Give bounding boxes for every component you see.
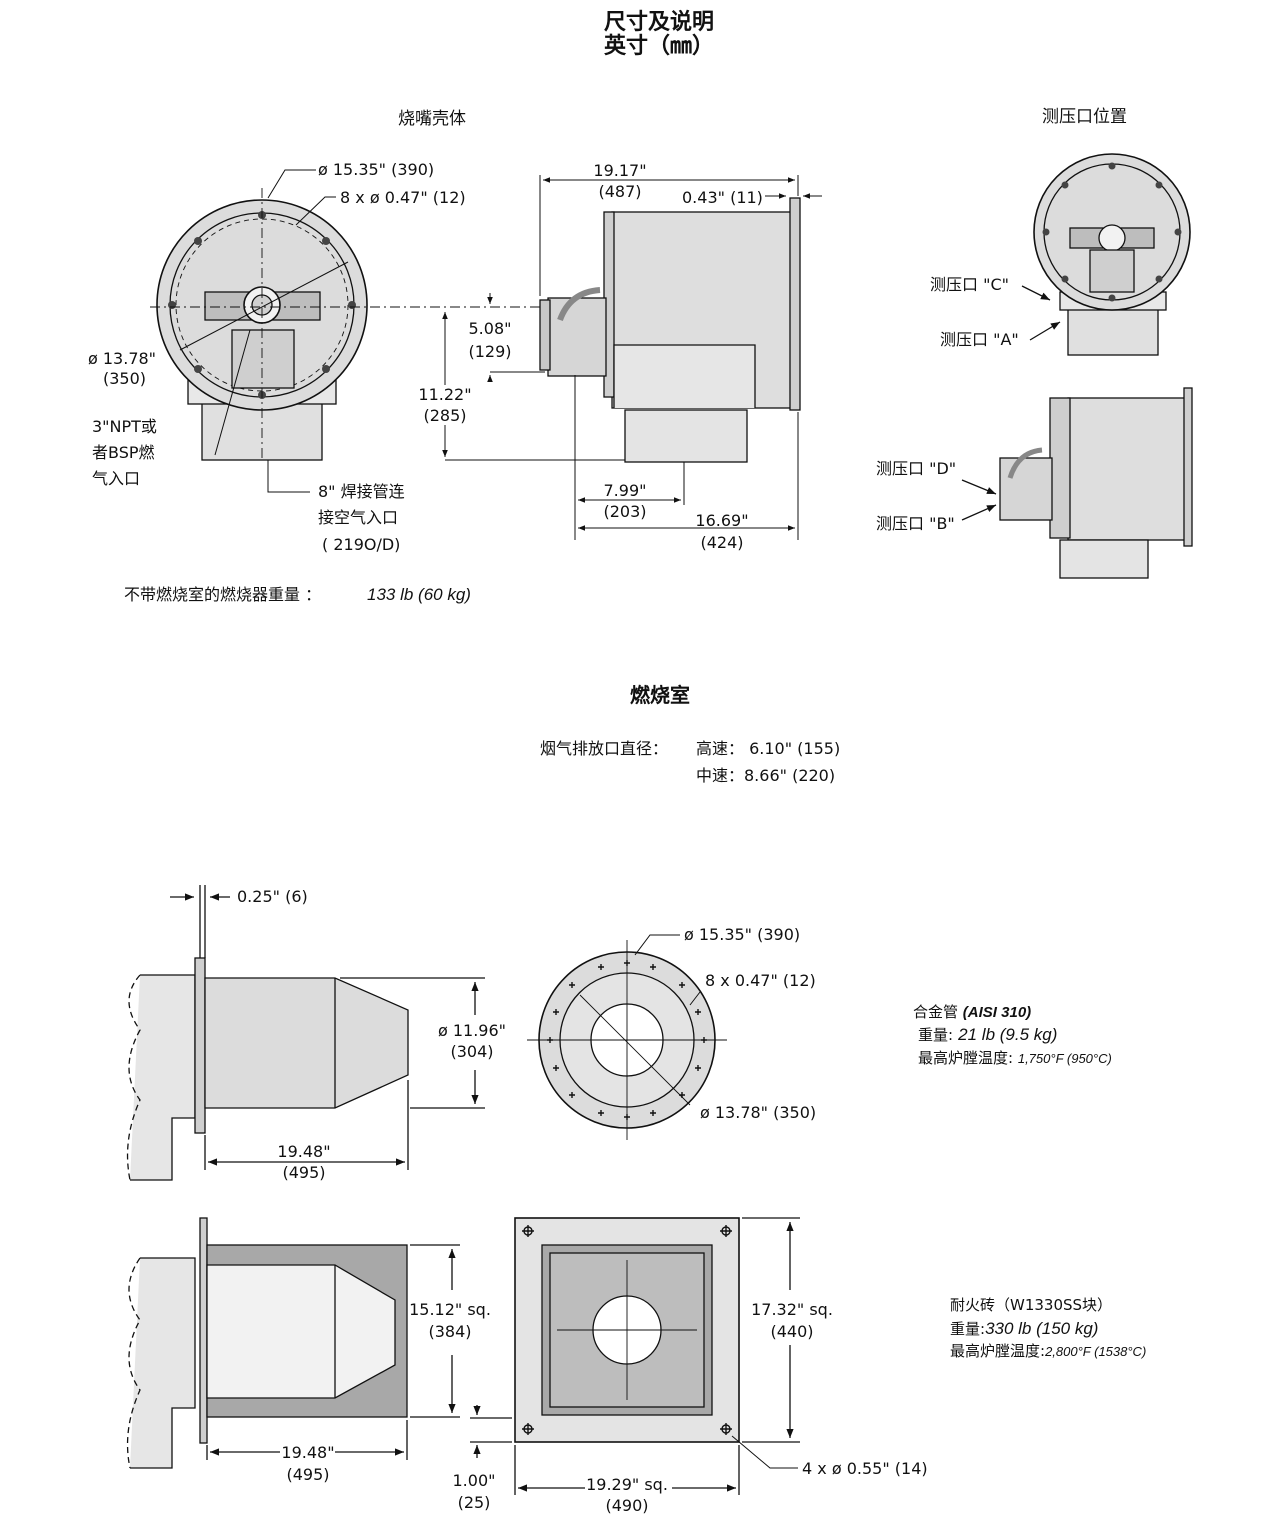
dim-alloy-tube-diameter: ø 11.96" xyxy=(437,1021,507,1040)
dim-refractory-inner-square-mm: (384) xyxy=(428,1322,472,1341)
gas-inlet-label-line1: 3"NPT或 xyxy=(92,417,157,436)
alloy-weight-label: 重量: xyxy=(918,1026,954,1044)
dim-refractory-length: 19.48" xyxy=(281,1443,335,1462)
tap-d-label: 测压口 "D" xyxy=(876,459,957,478)
alloy-weight: 重量: 21 lb (9.5 kg) xyxy=(918,1026,1057,1044)
alloy-max-temp-label: 最高炉膛温度: xyxy=(918,1049,1014,1067)
dim-refractory-offset-mm: (25) xyxy=(457,1493,491,1512)
refractory-max-temp: 最高炉膛温度:2,800°F (1538°C) xyxy=(950,1343,1146,1360)
tap-front-view xyxy=(1021,153,1191,356)
dim-508-mm: (129) xyxy=(468,342,512,361)
alloy-name-text: 合金管 xyxy=(913,1003,959,1021)
refractory-name: 耐火砖（W1330SS块） xyxy=(950,1296,1113,1314)
refractory-max-temp-label: 最高炉膛温度: xyxy=(950,1342,1046,1360)
dim-alloy-diameter-outer: ø 15.35" (390) xyxy=(684,925,801,944)
dim-refractory-plate-width: 19.29" sq. xyxy=(586,1475,668,1494)
refractory-front-view xyxy=(470,1217,800,1495)
air-inlet-label-line3: ( 219O/D) xyxy=(322,535,401,554)
air-inlet-label-line1: 8" 焊接管连 xyxy=(318,482,405,501)
tap-a-label: 测压口 "A" xyxy=(940,330,1019,349)
dim-housing-length: 19.17" xyxy=(593,161,647,180)
side-view-dimensions xyxy=(442,175,822,540)
burner-weight-label: 不带燃烧室的燃烧器重量 ： xyxy=(124,585,322,604)
alloy-name: 合金管 (AISI 310) xyxy=(913,1003,1032,1022)
dim-alloy-tube-diameter-mm: (304) xyxy=(450,1042,494,1061)
alloy-name-spec: (AISI 310) xyxy=(962,1004,1032,1021)
alloy-weight-value: 21 lb (9.5 kg) xyxy=(958,1025,1058,1044)
dim-alloy-length-mm: (495) xyxy=(282,1163,326,1182)
dim-refractory-inner-square: 15.12" sq. xyxy=(409,1300,491,1319)
dim-housing-diameter-inner-mm: (350) xyxy=(103,369,147,388)
dim-refractory-plate-height: 17.32" sq. xyxy=(751,1300,833,1319)
alloy-tube-side-view xyxy=(126,885,485,1181)
tap-c-label: 测压口 "C" xyxy=(930,275,1009,294)
dim-housing-flange: 0.43" (11) xyxy=(682,188,763,207)
refractory-side-view xyxy=(126,1217,460,1469)
dim-refractory-offset: 1.00" xyxy=(452,1471,496,1490)
dim-799-mm: (203) xyxy=(603,502,647,521)
dim-1122: 11.22" xyxy=(418,385,472,404)
tap-b-label: 测压口 "B" xyxy=(876,514,955,533)
dim-housing-diameter-inner: ø 13.78" xyxy=(88,349,157,368)
dim-housing-bolt-holes: 8 x ø 0.47" (12) xyxy=(340,188,466,207)
dim-alloy-length: 19.48" xyxy=(277,1142,331,1161)
page-title-line1: 尺寸及说明 xyxy=(603,9,714,35)
refractory-weight: 重量:330 lb (150 kg) xyxy=(950,1320,1098,1338)
dim-refractory-plate-width-mm: (490) xyxy=(605,1496,649,1515)
burner-housing-heading: 烧嘴壳体 xyxy=(398,109,466,129)
dim-refractory-length-mm: (495) xyxy=(286,1465,330,1484)
combustion-chamber-heading: 燃烧室 xyxy=(630,683,690,707)
dim-alloy-bolt-holes: 8 x 0.47" (12) xyxy=(705,971,816,990)
burner-side-view xyxy=(539,197,801,463)
refractory-weight-value: 330 lb (150 kg) xyxy=(985,1319,1099,1338)
dim-housing-length-mm: (487) xyxy=(598,182,642,201)
gas-inlet-label-line2: 者BSP燃 xyxy=(92,443,155,462)
alloy-max-temp-value: 1,750°F (950°C) xyxy=(1017,1051,1112,1066)
dim-1669-mm: (424) xyxy=(700,533,744,552)
refractory-max-temp-value: 2,800°F (1538°C) xyxy=(1045,1344,1147,1359)
alloy-tube-front-view xyxy=(527,934,727,1140)
dim-799: 7.99" xyxy=(603,481,647,500)
pressure-taps-heading: 测压口位置 xyxy=(1042,107,1127,127)
dim-508: 5.08" xyxy=(468,319,512,338)
burner-weight-value: 133 lb (60 kg) xyxy=(367,585,471,604)
exit-diameter-label: 烟气排放口直径： xyxy=(540,739,669,758)
exit-medium-speed: 中速：8.66" (220) xyxy=(696,766,836,785)
tap-side-view xyxy=(961,387,1193,579)
dim-1669: 16.69" xyxy=(695,511,749,530)
alloy-max-temp: 最高炉膛温度: 1,750°F (950°C) xyxy=(918,1050,1112,1067)
gas-inlet-label-line3: 气入口 xyxy=(92,469,141,488)
refractory-weight-label: 重量: xyxy=(950,1320,986,1338)
dim-1122-mm: (285) xyxy=(423,406,467,425)
page-title-line2: 英寸（㎜） xyxy=(603,33,714,59)
dim-refractory-plate-height-mm: (440) xyxy=(770,1322,814,1341)
exit-high-speed: 高速： 6.10" (155) xyxy=(696,739,841,758)
dim-refractory-holes: 4 x ø 0.55" (14) xyxy=(802,1459,928,1478)
dim-alloy-diameter-inner: ø 13.78" (350) xyxy=(700,1103,817,1122)
burner-front-view xyxy=(150,169,600,493)
air-inlet-label-line2: 接空气入口 xyxy=(318,508,399,527)
dim-alloy-flange: 0.25" (6) xyxy=(237,887,308,906)
dim-housing-diameter-outer: ø 15.35" (390) xyxy=(318,160,435,179)
